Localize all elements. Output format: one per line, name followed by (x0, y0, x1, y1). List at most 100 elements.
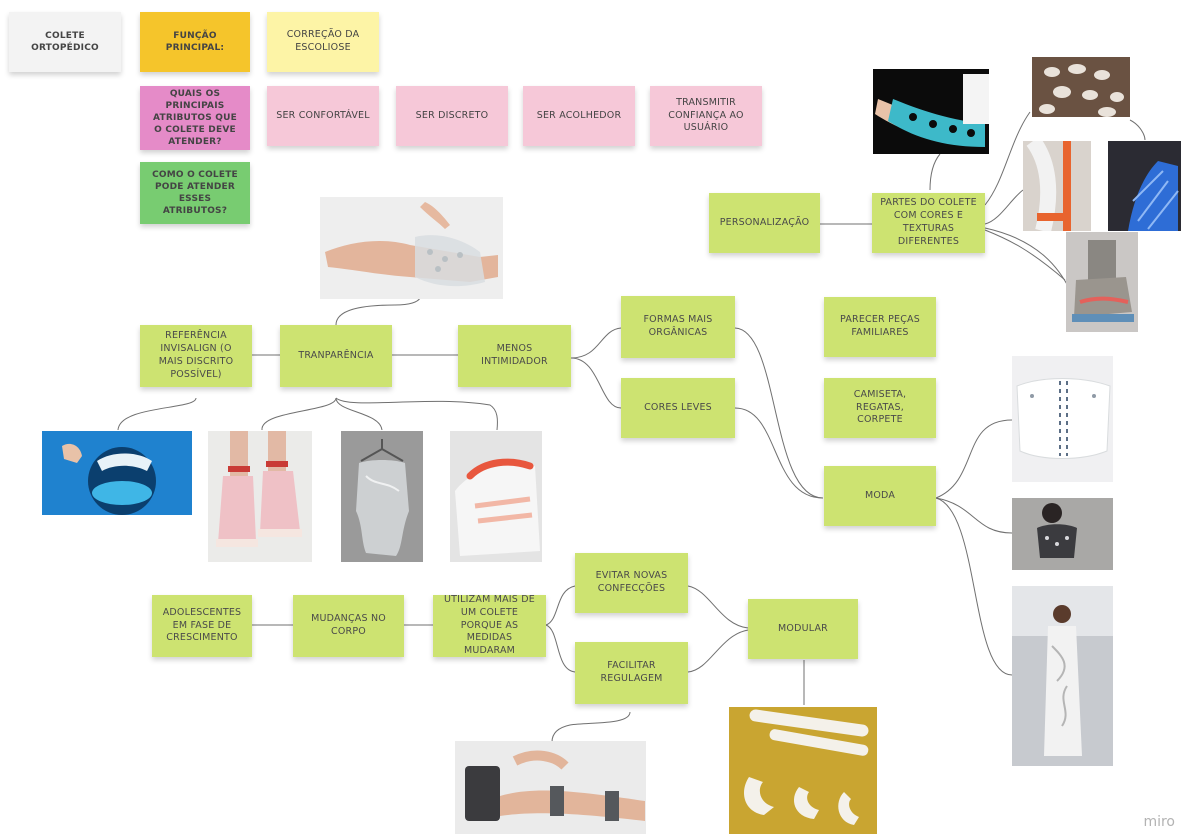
fashion-top-illustration (1012, 498, 1113, 570)
modular-illustration (729, 707, 877, 834)
note-text: REFERÊNCIA INVISALIGN (O MAIS DISCRITO P… (158, 330, 234, 380)
note-mudancas-corpo[interactable]: MUDANÇAS NO CORPO (293, 595, 404, 657)
photo-textured-boot[interactable] (1066, 232, 1138, 332)
connector (570, 327, 622, 359)
note-funcao-principal[interactable]: FUNÇÃO PRINCIPAL: (140, 12, 250, 72)
connector (335, 297, 421, 326)
note-text: PARTES DO COLETE COM CORES E TEXTURAS DI… (880, 197, 977, 247)
note-text: FACILITAR REGULAGEM (600, 660, 663, 684)
connector (335, 397, 498, 431)
note-transparencia[interactable]: TRANPARÊNCIA (280, 325, 392, 387)
cast-illustration (873, 69, 989, 154)
note-evitar-confeccoes[interactable]: EVITAR NOVAS CONFECÇÕES (575, 553, 688, 613)
note-correcao-escoliose[interactable]: CORREÇÃO DA ESCOLIOSE (267, 12, 379, 72)
note-formas-organicas[interactable]: FORMAS MAIS ORGÂNICAS (621, 296, 735, 358)
hand-illustration (320, 197, 503, 299)
strap-illustration (1023, 141, 1091, 231)
note-facilitar-regulagem[interactable]: FACILITAR REGULAGEM (575, 642, 688, 704)
note-text: COLETE ORTOPÉDICO (31, 30, 99, 53)
brace-illustration (455, 741, 646, 834)
note-referencia-invisalign[interactable]: REFERÊNCIA INVISALIGN (O MAIS DISCRITO P… (140, 325, 252, 387)
note-text: CAMISETA, REGATAS, CORPETE (853, 388, 907, 426)
note-text: SER CONFORTÁVEL (276, 109, 370, 121)
connector (984, 189, 1024, 225)
invisalign-illustration (42, 431, 192, 515)
note-parecer-pecas[interactable]: PARECER PEÇAS FAMILIARES (824, 297, 936, 357)
photo-fashion-dress[interactable] (1012, 586, 1113, 766)
note-text: MENOS INTIMIDADOR (481, 343, 548, 367)
connector (984, 227, 1071, 291)
connector (734, 407, 824, 499)
note-ser-confortavel[interactable]: SER CONFORTÁVEL (267, 86, 379, 146)
connector (335, 397, 383, 431)
photo-wrist-brace[interactable] (320, 197, 503, 299)
photo-texture-detail[interactable] (1032, 57, 1130, 117)
connector (117, 397, 197, 431)
connector (734, 327, 824, 499)
connector (687, 629, 749, 673)
note-ser-acolhedor[interactable]: SER ACOLHEDOR (523, 86, 635, 146)
photo-pink-boots[interactable] (208, 431, 312, 562)
photo-white-corset[interactable] (1012, 356, 1113, 482)
dress-illustration (1012, 586, 1113, 766)
sneaker-illustration (450, 431, 542, 562)
mesh-illustration (1108, 141, 1181, 231)
photo-blue-mesh[interactable] (1108, 141, 1181, 231)
boots-illustration (208, 431, 312, 562)
note-como-atender[interactable]: COMO O COLETE PODE ATENDER ESSES ATRIBUT… (140, 162, 250, 224)
miro-logo-text: miro (1143, 814, 1175, 830)
boot-illustration (1066, 232, 1138, 332)
note-moda[interactable]: MODA (824, 466, 936, 526)
connector (935, 419, 1013, 499)
note-text: MODULAR (778, 622, 828, 634)
note-partes-colete[interactable]: PARTES DO COLETE COM CORES E TEXTURAS DI… (872, 193, 985, 253)
photo-modular-pieces[interactable] (729, 707, 877, 834)
photo-invisalign-case[interactable] (42, 431, 192, 515)
photo-orange-strap[interactable] (1023, 141, 1091, 231)
note-modular[interactable]: MODULAR (748, 599, 858, 659)
photo-fashion-top[interactable] (1012, 498, 1113, 570)
connector (1129, 119, 1146, 141)
note-text: QUAIS OS PRINCIPAIS ATRIBUTOS QUE O COLE… (153, 88, 237, 148)
connector (935, 497, 1013, 676)
connector (551, 711, 631, 743)
note-text: MODA (864, 489, 896, 501)
note-text: EVITAR NOVAS CONFECÇÕES (595, 570, 668, 594)
note-text: ADOLESCENTES EM FASE DE CRESCIMENTO (162, 606, 242, 644)
note-text: PARECER PEÇAS FAMILIARES (840, 314, 920, 338)
note-text: SER ACOLHEDOR (536, 109, 622, 121)
note-personalizacao[interactable]: PERSONALIZAÇÃO (709, 193, 820, 253)
note-text: CORES LEVES (644, 401, 712, 413)
note-text: MUDANÇAS NO CORPO (311, 613, 386, 637)
photo-3d-cast-arm[interactable] (873, 69, 989, 154)
note-text: TRANSMITIR CONFIANÇA AO USUÁRIO (668, 96, 744, 134)
connector (687, 585, 749, 629)
photo-sneaker[interactable] (450, 431, 542, 562)
garment-illustration (341, 431, 423, 562)
note-text: TRANPARÊNCIA (298, 349, 374, 361)
note-transmitir-confianca[interactable]: TRANSMITIR CONFIANÇA AO USUÁRIO (650, 86, 762, 146)
note-ser-discreto[interactable]: SER DISCRETO (396, 86, 508, 146)
note-camiseta-regatas[interactable]: CAMISETA, REGATAS, CORPETE (824, 378, 936, 438)
note-text: PERSONALIZAÇÃO (719, 216, 810, 228)
note-quais-atributos[interactable]: QUAIS OS PRINCIPAIS ATRIBUTOS QUE O COLE… (140, 86, 250, 150)
note-text: FORMAS MAIS ORGÂNICAS (643, 314, 713, 338)
note-text: COMO O COLETE PODE ATENDER ESSES ATRIBUT… (152, 169, 238, 217)
note-text: CORREÇÃO DA ESCOLIOSE (286, 29, 360, 53)
connector (545, 624, 576, 673)
connector (929, 153, 941, 191)
note-text: UTILIZAM MAIS DE UM COLETE PORQUE AS MED… (444, 593, 535, 657)
texture-illustration (1032, 57, 1130, 117)
note-colete-ortopedico[interactable]: COLETE ORTOPÉDICO (9, 12, 121, 72)
photo-transparent-garment[interactable] (341, 431, 423, 562)
note-text: SER DISCRETO (415, 109, 489, 121)
note-adolescentes[interactable]: ADOLESCENTES EM FASE DE CRESCIMENTO (152, 595, 252, 657)
note-cores-leves[interactable]: CORES LEVES (621, 378, 735, 438)
photo-adjustable-brace[interactable] (455, 741, 646, 834)
connector (261, 397, 337, 431)
corset-illustration (1012, 356, 1113, 482)
note-menos-intimidador[interactable]: MENOS INTIMIDADOR (458, 325, 571, 387)
note-utilizam-mais[interactable]: UTILIZAM MAIS DE UM COLETE PORQUE AS MED… (433, 593, 546, 657)
